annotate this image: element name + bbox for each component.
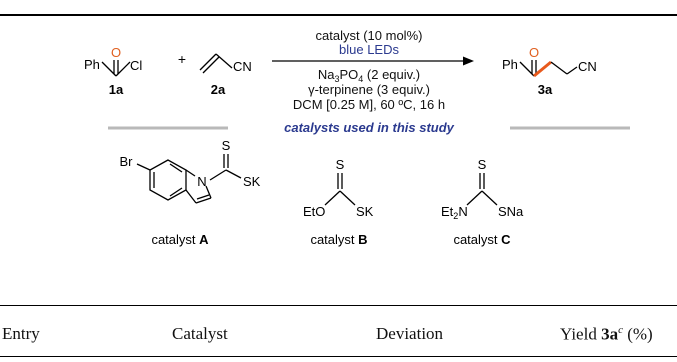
catalyst-c-caption: catalyst C [453, 232, 511, 247]
reactant-1a-oxygen: O [111, 45, 121, 60]
condition-base: Na3PO4 (2 equiv.) [318, 67, 420, 84]
section-title: catalysts used in this study [284, 120, 455, 135]
catalyst-b-caption: catalyst B [310, 232, 367, 247]
plus-sign: + [178, 51, 186, 67]
condition-catalyst-loading: catalyst (10 mol%) [316, 28, 423, 43]
condition-solvent-temperature-time: DCM [0.25 M], 60 ºC, 16 h [293, 97, 445, 112]
reactant-1a-chlorine: Cl [130, 58, 142, 73]
yield-header-unit: (%) [622, 324, 653, 344]
reactant-1a-phenyl: Ph [84, 57, 100, 72]
yield-header-compound: 3a [601, 324, 619, 344]
reactant-1a-structure [101, 60, 131, 77]
reaction-arrow [272, 56, 474, 66]
catalyst-b-ethoxy: EtO [303, 204, 325, 219]
catalyst-a-structure [136, 154, 242, 204]
condition-additive: γ-terpinene (3 equiv.) [308, 82, 430, 97]
product-3a-label: 3a [538, 82, 553, 97]
product-3a-nitrile: CN [578, 59, 597, 74]
catalyst-c-thione-sulfur: S [478, 157, 487, 172]
reaction-scheme: O Ph Cl 1a + CN 2a catalyst (10 mol%) bl… [84, 28, 630, 247]
table-top-rule [0, 305, 677, 306]
reactant-2a-label: 2a [211, 82, 226, 97]
catalyst-c-structure [466, 173, 498, 206]
top-rule [0, 14, 677, 16]
catalyst-c-sna: SNa [498, 204, 524, 219]
catalyst-b-structure [324, 173, 356, 206]
column-header-entry: Entry [2, 324, 40, 343]
catalyst-a-bromine: Br [120, 154, 134, 169]
reactant-1a-label: 1a [109, 82, 124, 97]
yield-header-prefix: Yield [560, 324, 602, 344]
product-3a-phenyl: Ph [502, 57, 518, 72]
product-3a-oxygen: O [529, 45, 539, 60]
catalyst-b-sk: SK [356, 204, 374, 219]
column-header-catalyst: Catalyst [172, 324, 228, 343]
product-3a-structure [519, 60, 578, 78]
catalyst-a-caption: catalyst A [151, 232, 209, 247]
column-header-yield: Yield 3ac (%) [560, 324, 653, 345]
yield-header-footnote: c [618, 324, 623, 336]
column-header-deviation: Deviation [376, 324, 444, 343]
condition-light-source: blue LEDs [339, 42, 399, 57]
catalyst-a-thione-sulfur: S [222, 138, 231, 153]
catalyst-a-sk: SK [243, 174, 261, 189]
catalyst-c-diethylamino: Et2N [441, 204, 468, 221]
catalyst-a-nitrogen: N [197, 174, 206, 189]
table-header-rule [0, 356, 677, 357]
catalyst-b-thione-sulfur: S [336, 157, 345, 172]
reactant-2a-nitrile: CN [233, 59, 252, 74]
reactant-2a-structure [199, 53, 233, 74]
